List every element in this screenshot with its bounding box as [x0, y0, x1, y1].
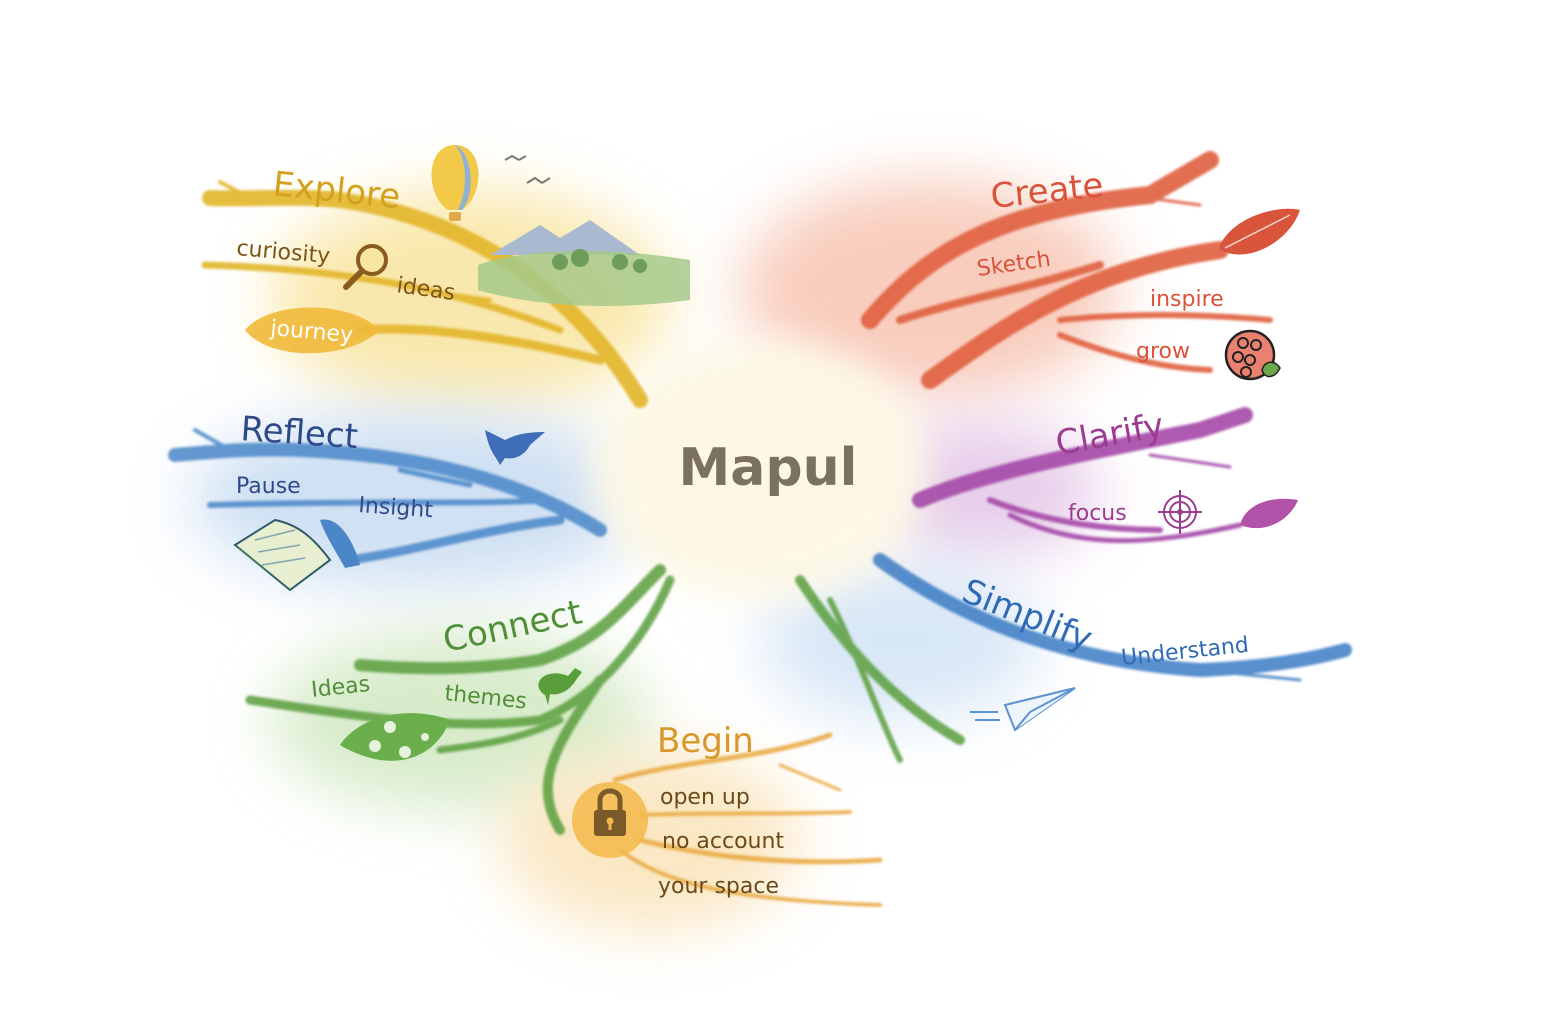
wash-create	[740, 180, 1120, 400]
branch-label-explore[interactable]: Explore	[271, 164, 402, 217]
leaf-vein	[1224, 214, 1291, 249]
node-label[interactable]: grow	[1136, 339, 1190, 364]
magnifier-icon	[343, 244, 388, 290]
center-label[interactable]: Mapul	[679, 438, 858, 498]
leaf-icon	[245, 307, 380, 354]
mountain-landscape-icon	[478, 220, 690, 306]
seed-pod-icon	[1224, 329, 1281, 381]
target-icon	[1158, 490, 1202, 534]
branch-simplify[interactable]	[873, 553, 1352, 682]
node-label[interactable]: your space	[658, 874, 779, 899]
branch-explore[interactable]	[201, 180, 648, 408]
node-label[interactable]: Insight	[358, 493, 434, 523]
wash-center	[590, 340, 930, 600]
branch-clarify[interactable]	[912, 407, 1253, 544]
node-label[interactable]: Ideas	[310, 672, 371, 703]
hot-air-balloon-icon	[431, 145, 479, 221]
bird-icon	[485, 430, 545, 465]
node-label[interactable]: open up	[660, 785, 750, 810]
node-label[interactable]: focus	[1068, 501, 1127, 526]
leaf-icon	[340, 713, 450, 761]
birds-icon	[504, 154, 551, 184]
node-label[interactable]: no account	[662, 829, 784, 854]
branch-label-reflect[interactable]: Reflect	[239, 409, 359, 457]
branch-create[interactable]	[861, 151, 1273, 389]
branch-begin[interactable]	[612, 732, 883, 907]
node-label[interactable]: Pause	[236, 474, 301, 499]
branch-label-begin[interactable]: Begin	[657, 721, 754, 761]
padlock-icon	[572, 782, 648, 858]
open-book-icon	[233, 518, 360, 595]
branch-connect[interactable]	[245, 564, 965, 835]
branch-reflect[interactable]	[168, 428, 607, 565]
paper-plane-icon	[970, 687, 1076, 732]
node-label[interactable]: inspire	[1150, 287, 1224, 312]
leaf-spots	[369, 721, 429, 758]
leaf-icon	[1240, 498, 1298, 529]
bird-icon	[538, 668, 582, 705]
